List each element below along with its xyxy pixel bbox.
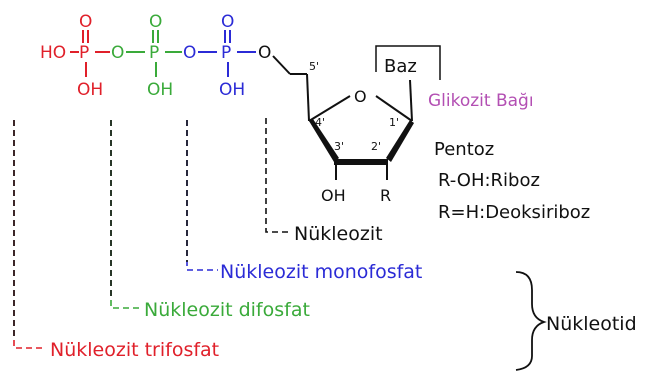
bridge-o1-label: O [111, 43, 124, 63]
c4-label: 4' [315, 116, 325, 129]
monophosphate-label: Nükleozit monofosfat [220, 261, 422, 283]
ho-left-label: HO [40, 43, 66, 63]
oh-3prime-label: OH [321, 186, 346, 205]
c2-label: 2' [371, 140, 381, 153]
ribose-note: R-OH:Riboz [438, 170, 540, 191]
base-box-outline [375, 45, 441, 80]
c5-label: 5' [309, 60, 319, 73]
bridge-o2-label: O [183, 43, 196, 63]
r-2prime-label: R [380, 186, 391, 205]
ring-c4-o [308, 95, 351, 122]
bracket-triphosphate [13, 120, 44, 349]
p1-top-o-label: O [79, 12, 92, 32]
c3-label: 3' [334, 140, 344, 153]
pentose-label: Pentoz [434, 139, 494, 160]
p1-oh-label: OH [77, 80, 103, 100]
triphosphate-label: Nükleozit trifosfat [50, 339, 219, 361]
diphosphate-label: Nükleozit difosfat [144, 299, 310, 321]
nucleotide-curly-brace [515, 271, 547, 371]
p2-label: P [149, 43, 159, 63]
ring-c2-c1 [386, 120, 414, 162]
bracket-monophosphate [186, 120, 218, 271]
bridge-o3-label: O [258, 43, 271, 63]
bond-c1-base [409, 79, 413, 122]
p3-label: P [221, 43, 231, 63]
ring-o-c1 [375, 95, 413, 122]
glycosidic-bond-label: Glikozit Bağı [428, 91, 534, 111]
ring-oxygen-label: O [354, 87, 367, 106]
bond-o3-c5 [272, 55, 291, 75]
nucleoside-label: Nükleozit [294, 223, 383, 245]
bracket-diphosphate [110, 120, 140, 309]
bracket-nucleoside [265, 118, 292, 233]
deoxyribose-note: R=H:Deoksiriboz [438, 202, 590, 223]
p1-label: P [79, 43, 89, 63]
bond-c4-up [306, 73, 310, 122]
c1-label: 1' [389, 116, 399, 129]
p2-oh-label: OH [147, 80, 173, 100]
ring-c4-c3 [309, 119, 339, 162]
nucleotide-label: Nükleotid [546, 313, 637, 335]
base-label: Baz [384, 56, 417, 77]
p3-top-o-label: O [221, 12, 234, 32]
p3-oh-label: OH [219, 80, 245, 100]
p2-top-o-label: O [149, 12, 162, 32]
